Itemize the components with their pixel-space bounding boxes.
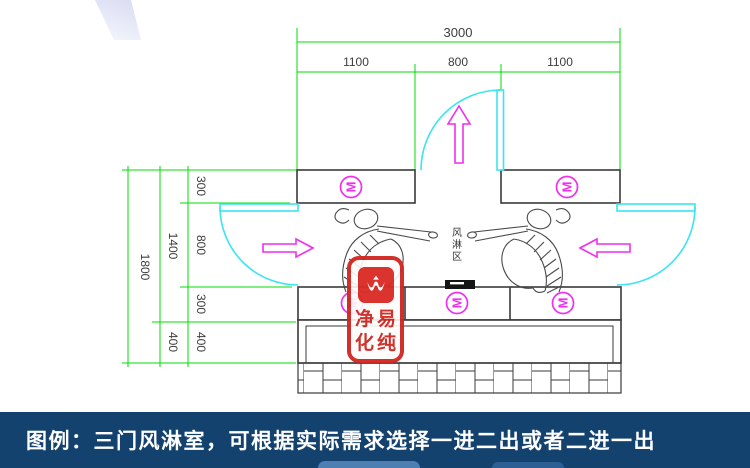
svg-text:M: M <box>450 298 465 309</box>
brand-logo-icon <box>357 267 394 303</box>
seal-char: 化 <box>354 333 374 354</box>
left-door-swing-arc <box>219 206 299 286</box>
dim-wall-300-bottom: 300 <box>194 294 208 314</box>
brand-watermark-seal: 净 易 化 纯 <box>347 256 404 363</box>
dim-wall-300-top: 300 <box>194 176 208 196</box>
motor-symbol: M <box>551 291 575 315</box>
right-door-swing-arc <box>616 206 696 286</box>
caption-text: 图例：三门风淋室，可根据实际需求选择一进二出或者二进一出 <box>26 430 656 453</box>
dim-total-width: 3000 <box>444 25 473 40</box>
dim-bench-400: 400 <box>194 332 208 352</box>
top-left-wall <box>296 169 416 204</box>
dimension-lines <box>122 28 621 367</box>
entry-right-arrow <box>262 237 315 259</box>
dim-depth-1400: 1400 <box>166 233 180 260</box>
motor-symbol: M <box>445 291 469 315</box>
hidden-button-peek <box>318 461 420 468</box>
seal-characters: 净 易 化 纯 <box>354 308 398 356</box>
center-door-leaf <box>496 89 505 171</box>
dim-center-door-width: 800 <box>448 55 468 69</box>
svg-text:淋: 淋 <box>452 238 462 251</box>
zone-label: 风 淋 区 <box>452 227 462 263</box>
seal-char: 易 <box>376 309 396 330</box>
svg-text:风: 风 <box>452 227 462 239</box>
dim-depth-total: 1800 <box>138 254 152 281</box>
paved-floor <box>297 362 622 394</box>
center-door-swing-arc <box>420 89 502 171</box>
entry-left-arrow <box>578 237 631 259</box>
doors <box>219 89 696 286</box>
caption-bar: 图例：三门风淋室，可根据实际需求选择一进二出或者二进一出 <box>0 412 750 468</box>
dim-right-door-width: 1100 <box>547 55 573 69</box>
seal-char: 净 <box>354 309 374 330</box>
control-panel <box>445 280 475 289</box>
hidden-button-peek <box>492 462 564 468</box>
svg-text:M: M <box>556 298 571 309</box>
exit-up-arrow <box>446 104 472 164</box>
person-figure-right <box>466 205 571 294</box>
seal-char: 纯 <box>376 333 396 354</box>
motor-symbol: M <box>555 175 579 199</box>
dim-opening-800: 800 <box>194 235 208 255</box>
svg-text:M: M <box>560 182 575 193</box>
top-right-wall <box>500 169 621 204</box>
dim-depth-400-mid: 400 <box>166 332 180 352</box>
bird-w-emblem-icon <box>366 275 385 291</box>
left-door-leaf <box>219 203 299 212</box>
svg-text:区: 区 <box>452 251 462 263</box>
dim-left-door-width: 1100 <box>343 55 369 69</box>
motor-symbol: M <box>339 175 363 199</box>
svg-text:M: M <box>344 182 359 193</box>
right-door-leaf <box>616 203 696 212</box>
airflow-arrows <box>262 104 631 259</box>
